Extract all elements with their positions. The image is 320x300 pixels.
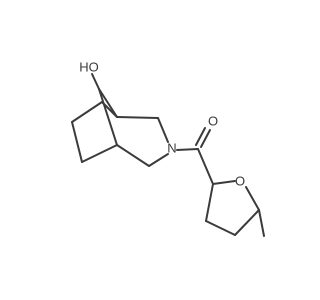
- structure-drawing: HO N O O: [71, 59, 265, 237]
- bond-ring-c2-o: [212, 180, 236, 185]
- amine-nitrogen-label: N: [167, 140, 176, 155]
- bond-c9-c1: [98, 88, 118, 118]
- bond-carbonyl-c-ring-c: [197, 148, 214, 185]
- bond-c1-c8: [101, 101, 118, 118]
- bond-n3-c4: [148, 153, 169, 167]
- hydroxyl-label: HO: [79, 59, 99, 74]
- oxolane-ring: [205, 180, 265, 237]
- bond-c6-c5: [81, 144, 118, 163]
- bond-ring-c3-c2: [205, 183, 214, 222]
- bond-ring-c5-c4: [234, 209, 260, 236]
- bond-ring-c4-c3: [205, 220, 236, 236]
- bond-c4-c5: [116, 144, 150, 167]
- bond-n3-carbonyl-c: [176, 148, 199, 151]
- bond-c8-c7: [71, 101, 103, 123]
- bond-c9-oh: [91, 73, 100, 90]
- bond-c9-c5: [98, 88, 118, 146]
- bond-ring-o-c5: [245, 186, 260, 211]
- ring-oxygen-label: O: [235, 173, 245, 188]
- bond-c1-c2: [116, 116, 159, 119]
- atom-labels: HO N O O: [79, 59, 245, 188]
- bond-c7-c6: [71, 121, 83, 163]
- bond-carbonyl-double-b: [200, 129, 211, 148]
- amide-group: [176, 127, 214, 185]
- bond-carbonyl-double-a: [195, 127, 206, 146]
- carbonyl-oxygen-label: O: [208, 113, 218, 128]
- bicyclic-core: [71, 73, 169, 167]
- bond-ring-c5-methyl: [258, 209, 265, 237]
- bond-c2-n3: [157, 117, 169, 143]
